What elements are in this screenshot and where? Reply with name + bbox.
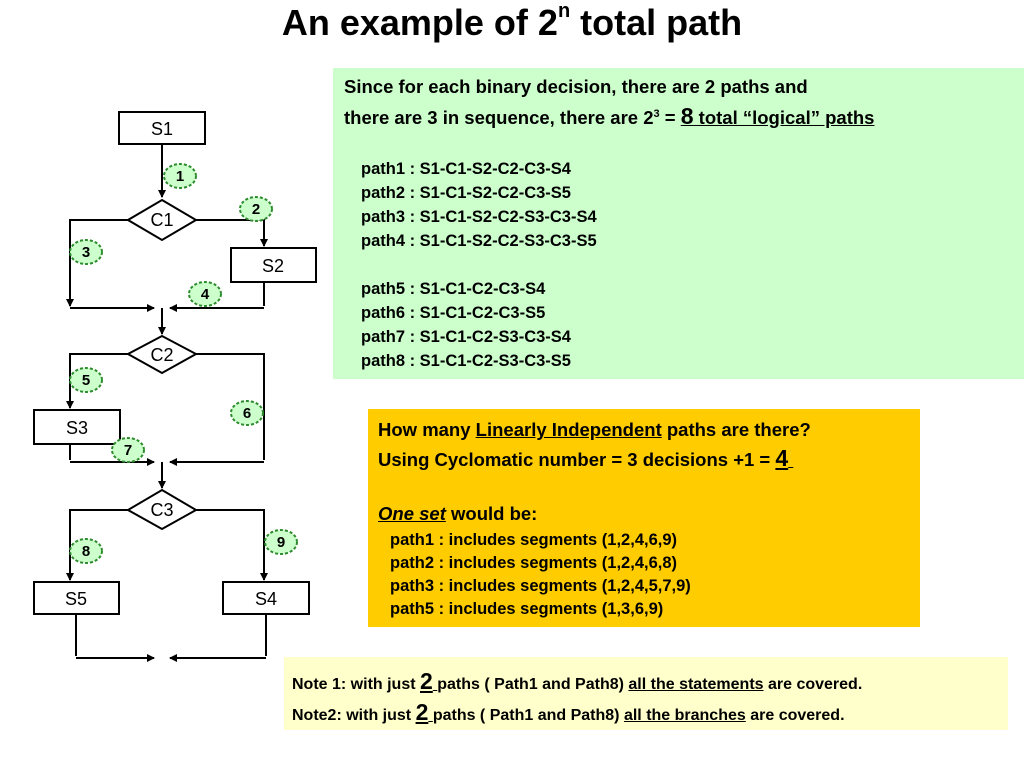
note-2-underlined: all the branches [623,707,746,724]
slide-title: An example of 2n total path [0,0,1024,44]
one-set-label: One set [378,503,446,524]
node-s5 [33,581,120,615]
orange-cyclomatic-pre: Using Cyclomatic number = 3 decisions +1… [378,449,776,470]
node-c2-label: C2 [150,345,173,365]
segment-4-marker [188,281,222,307]
note-2-mid: paths ( Path1 and Path8) [432,707,624,724]
path-line: path6 : S1-C1-C2-C3-S5 [361,304,546,322]
segment-7-marker [111,437,145,463]
independent-path-line: path2 : includes segments (1,2,4,6,8) [390,554,678,572]
green-line-1: Since for each binary decision, there ar… [344,76,808,97]
title-main: An example of 2 [281,2,558,43]
orange-set-post: would be: [445,503,538,524]
node-c3-label: C3 [150,500,173,520]
node-s1 [118,111,206,145]
path-line: path3 : S1-C1-S2-C2-S3-C3-S4 [361,208,597,226]
node-s1-label: S1 [151,119,173,139]
green-line-2-eq: = [659,107,681,128]
node-s5-label: S5 [65,589,87,609]
segment-4-label: 4 [201,286,210,303]
node-s3 [33,409,121,445]
node-c1 [126,198,198,242]
cyclomatic-number: 4 [775,445,789,471]
green-line-2-post: total “logical” paths [693,107,875,128]
segment-3-marker [69,239,103,265]
note-1-pre: Note 1: with just [292,676,420,693]
green-line-2-sup: 3 [653,108,660,120]
note-1-count: 2 [420,668,433,694]
orange-cyclomatic: Using Cyclomatic number = 3 decisions +1… [378,447,793,471]
orange-question-underlined: Linearly Independent [475,419,662,440]
node-c3 [125,488,199,531]
node-s4 [222,581,310,615]
node-s4-label: S4 [255,589,277,609]
segment-5-label: 5 [82,372,90,389]
note-2-post: are covered. [745,707,845,724]
note-1-post: are covered. [763,676,863,693]
orange-question-post: paths are there? [661,419,811,440]
note-2-count: 2 [415,699,429,725]
notes-box: Note 1: with just 2 paths ( Path1 and Pa… [284,657,1008,730]
orange-set-heading: One set would be: [378,503,537,525]
segment-3-label: 3 [82,244,90,261]
segment-8-marker [69,538,103,564]
segment-1-marker [163,163,197,189]
path-line: path2 : S1-C1-S2-C2-C3-S5 [361,184,571,202]
independent-path-line: path5 : includes segments (1,3,6,9) [390,600,664,618]
segment-6-marker [230,400,264,426]
path-line: path8 : S1-C1-C2-S3-C3-S5 [361,352,571,370]
independent-paths-box: How many Linearly Independent paths are … [368,409,920,627]
note-2: Note2: with just 2 paths ( Path1 and Pat… [292,699,845,726]
independent-path-line: path3 : includes segments (1,2,4,5,7,9) [390,577,691,595]
green-line-2: there are 3 in sequence, there are 23 = … [344,105,874,129]
node-c1-label: C1 [150,210,173,230]
note-2-pre: Note2: with just [292,707,416,724]
independent-path-line: path1 : includes segments (1,2,4,6,9) [390,531,678,549]
segment-1-label: 1 [176,168,184,185]
segment-8-label: 8 [82,543,90,560]
note-1-mid: paths ( Path1 and Path8) [437,676,629,693]
path-line: path4 : S1-C1-S2-C2-S3-C3-S5 [361,232,597,250]
orange-question: How many Linearly Independent paths are … [378,419,811,441]
path-line: path5 : S1-C1-C2-C3-S4 [361,280,546,298]
green-line-2-pre: there are 3 in sequence, there are 2 [344,107,654,128]
title-tail: total path [570,2,743,43]
segment-9-label: 9 [277,534,285,551]
path-line: path1 : S1-C1-S2-C2-C3-S4 [361,160,571,178]
orange-question-pre: How many [378,419,476,440]
path-line: path7 : S1-C1-C2-S3-C3-S4 [361,328,571,346]
note-1: Note 1: with just 2 paths ( Path1 and Pa… [292,668,863,695]
note-1-underlined: all the statements [628,676,764,693]
total-paths-count: 8 [680,103,694,129]
segment-5-marker [69,367,103,393]
segment-9-marker [264,529,298,555]
node-s2-label: S2 [262,256,284,276]
segment-2-label: 2 [252,201,260,218]
title-superscript: n [557,0,571,22]
segment-6-label: 6 [243,405,251,422]
total-paths-box: Since for each binary decision, there ar… [333,68,1024,379]
segment-7-label: 7 [124,442,132,459]
node-s3-label: S3 [66,418,88,438]
segment-2-marker [239,196,273,222]
node-c2 [125,334,199,375]
node-s2 [230,247,317,283]
